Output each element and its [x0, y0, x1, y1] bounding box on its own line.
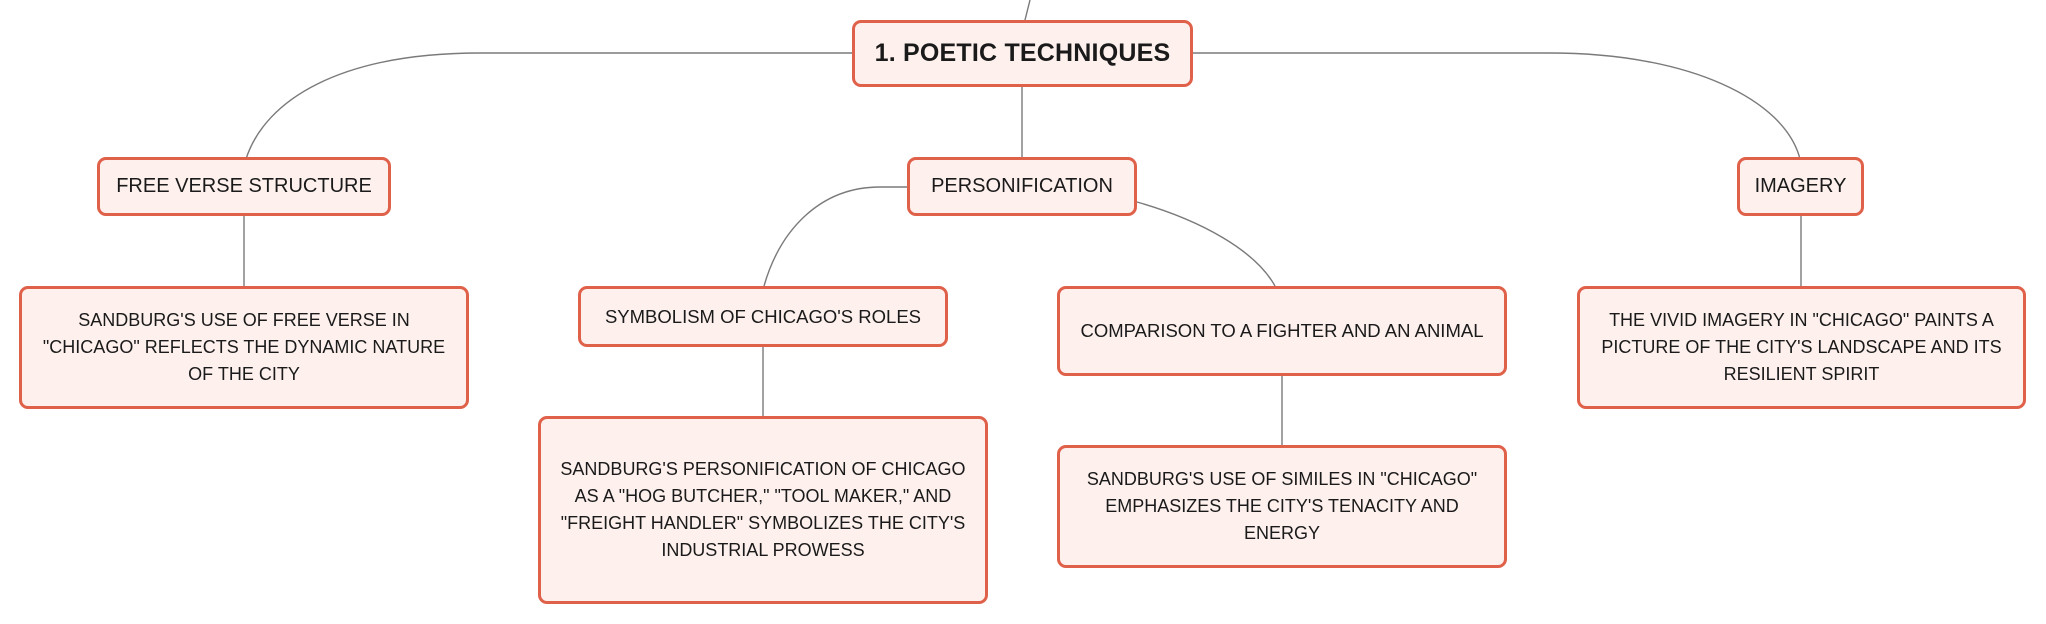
node-personification-detail[interactable]: SANDBURG'S PERSONIFICATION OF CHICAGO AS… — [538, 416, 988, 604]
node-free-verse-detail[interactable]: SANDBURG'S USE OF FREE VERSE IN "CHICAGO… — [19, 286, 469, 409]
connector-personification-symbolism — [763, 186, 907, 287]
node-poetic-techniques[interactable]: 1. POETIC TECHNIQUES — [852, 20, 1193, 87]
node-imagery[interactable]: IMAGERY — [1737, 157, 1864, 216]
connector-root-free-verse — [245, 52, 852, 160]
connector-personification-comparison — [1136, 201, 1276, 287]
node-imagery-detail[interactable]: THE VIVID IMAGERY IN "CHICAGO" PAINTS A … — [1577, 286, 2026, 409]
node-symbolism-of-chicagos-roles[interactable]: SYMBOLISM OF CHICAGO'S ROLES — [578, 286, 948, 347]
node-comparison-fighter-animal[interactable]: COMPARISON TO A FIGHTER AND AN ANIMAL — [1057, 286, 1507, 376]
connector-parent-in — [1024, 0, 1031, 21]
node-free-verse-structure[interactable]: FREE VERSE STRUCTURE — [97, 157, 391, 216]
connector-root-imagery — [1193, 52, 1801, 160]
node-personification[interactable]: PERSONIFICATION — [907, 157, 1137, 216]
node-similes-detail[interactable]: SANDBURG'S USE OF SIMILES IN "CHICAGO" E… — [1057, 445, 1507, 568]
